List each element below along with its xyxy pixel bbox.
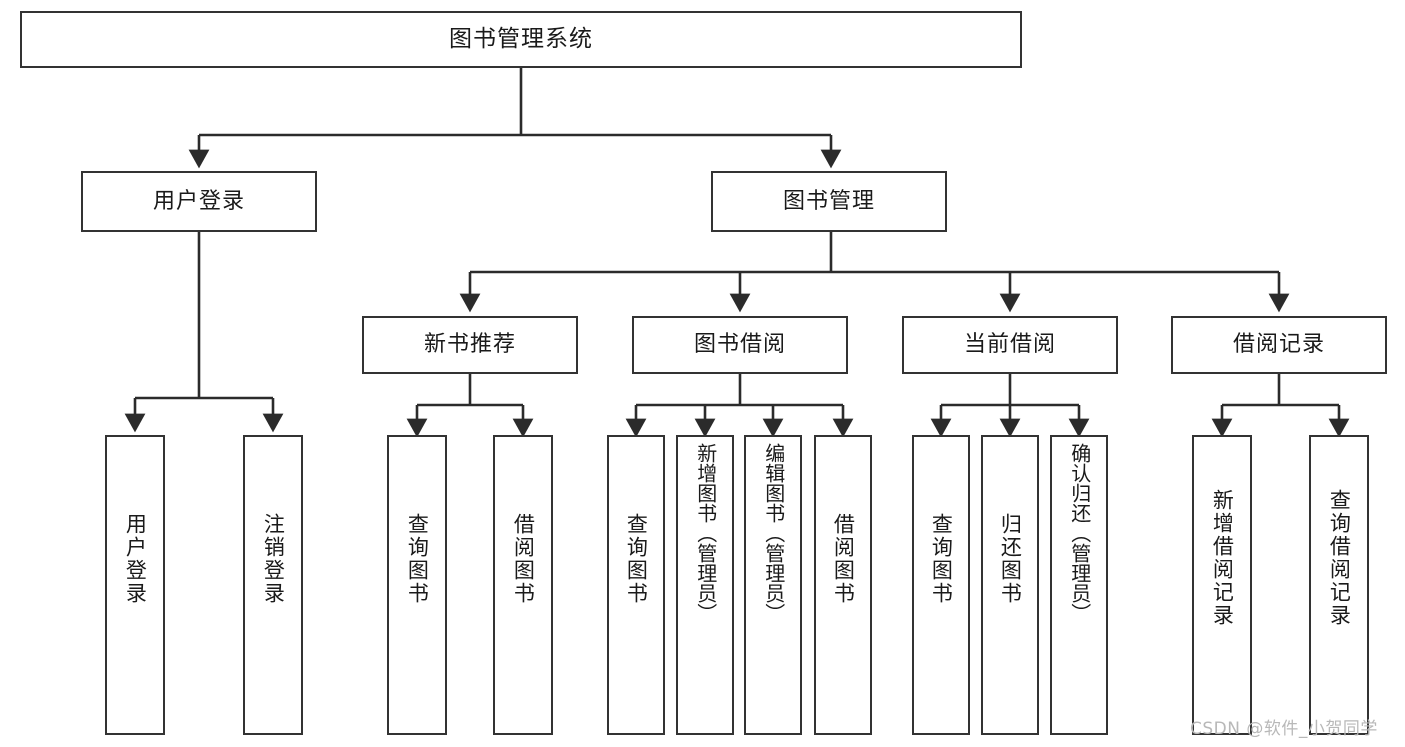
node-label: 图书借阅	[693, 332, 786, 358]
node-label: 新书推荐	[423, 332, 516, 358]
node-label: 查询图书	[929, 513, 954, 605]
leaf-current-query-book[interactable]: 查询图书	[912, 435, 970, 735]
node-current-borrow[interactable]: 当前借阅	[902, 316, 1118, 374]
leaf-borrow-add-book-admin[interactable]: 新增图书（管理员）	[676, 435, 734, 735]
node-borrow-record[interactable]: 借阅记录	[1171, 316, 1387, 374]
node-label: 借阅图书	[511, 513, 536, 605]
csdn-watermark: CSDN @软件_小贺同学	[1190, 719, 1378, 739]
node-label: 用户登录	[123, 513, 148, 605]
leaf-recommend-query-book[interactable]: 查询图书	[387, 435, 447, 735]
node-label: 查询图书	[405, 513, 430, 605]
leaf-logout[interactable]: 注销登录	[243, 435, 303, 735]
leaf-borrow-query-book[interactable]: 查询图书	[607, 435, 665, 735]
node-book-borrow[interactable]: 图书借阅	[632, 316, 848, 374]
node-label: 归还图书	[998, 513, 1023, 605]
node-label: 查询图书	[624, 513, 649, 605]
leaf-current-confirm-return-admin[interactable]: 确认归还（管理员）	[1050, 435, 1108, 735]
node-label: 确认归还（管理员）	[1067, 443, 1092, 623]
node-new-book-recommend[interactable]: 新书推荐	[362, 316, 578, 374]
node-label: 编辑图书（管理员）	[761, 443, 786, 623]
node-label: 图书管理	[782, 188, 875, 214]
leaf-recommend-borrow-book[interactable]: 借阅图书	[493, 435, 553, 735]
node-label: 注销登录	[261, 513, 286, 605]
node-user-login[interactable]: 用户登录	[81, 171, 317, 232]
node-label: 借阅记录	[1232, 332, 1325, 358]
leaf-current-return-book[interactable]: 归还图书	[981, 435, 1039, 735]
leaf-record-query-borrow-record[interactable]: 查询借阅记录	[1309, 435, 1369, 735]
node-label: 新增借阅记录	[1210, 489, 1235, 627]
leaf-user-login[interactable]: 用户登录	[105, 435, 165, 735]
leaf-borrow-edit-book-admin[interactable]: 编辑图书（管理员）	[744, 435, 802, 735]
node-label: 图书管理系统	[449, 26, 593, 53]
node-label: 查询借阅记录	[1327, 489, 1352, 627]
leaf-borrow-borrow-book[interactable]: 借阅图书	[814, 435, 872, 735]
leaf-record-add-borrow-record[interactable]: 新增借阅记录	[1192, 435, 1252, 735]
node-root-system[interactable]: 图书管理系统	[20, 11, 1022, 68]
node-label: 借阅图书	[831, 513, 856, 605]
node-label: 用户登录	[152, 188, 245, 214]
node-book-management[interactable]: 图书管理	[711, 171, 947, 232]
node-label: 新增图书（管理员）	[693, 443, 718, 623]
node-label: 当前借阅	[963, 332, 1056, 358]
